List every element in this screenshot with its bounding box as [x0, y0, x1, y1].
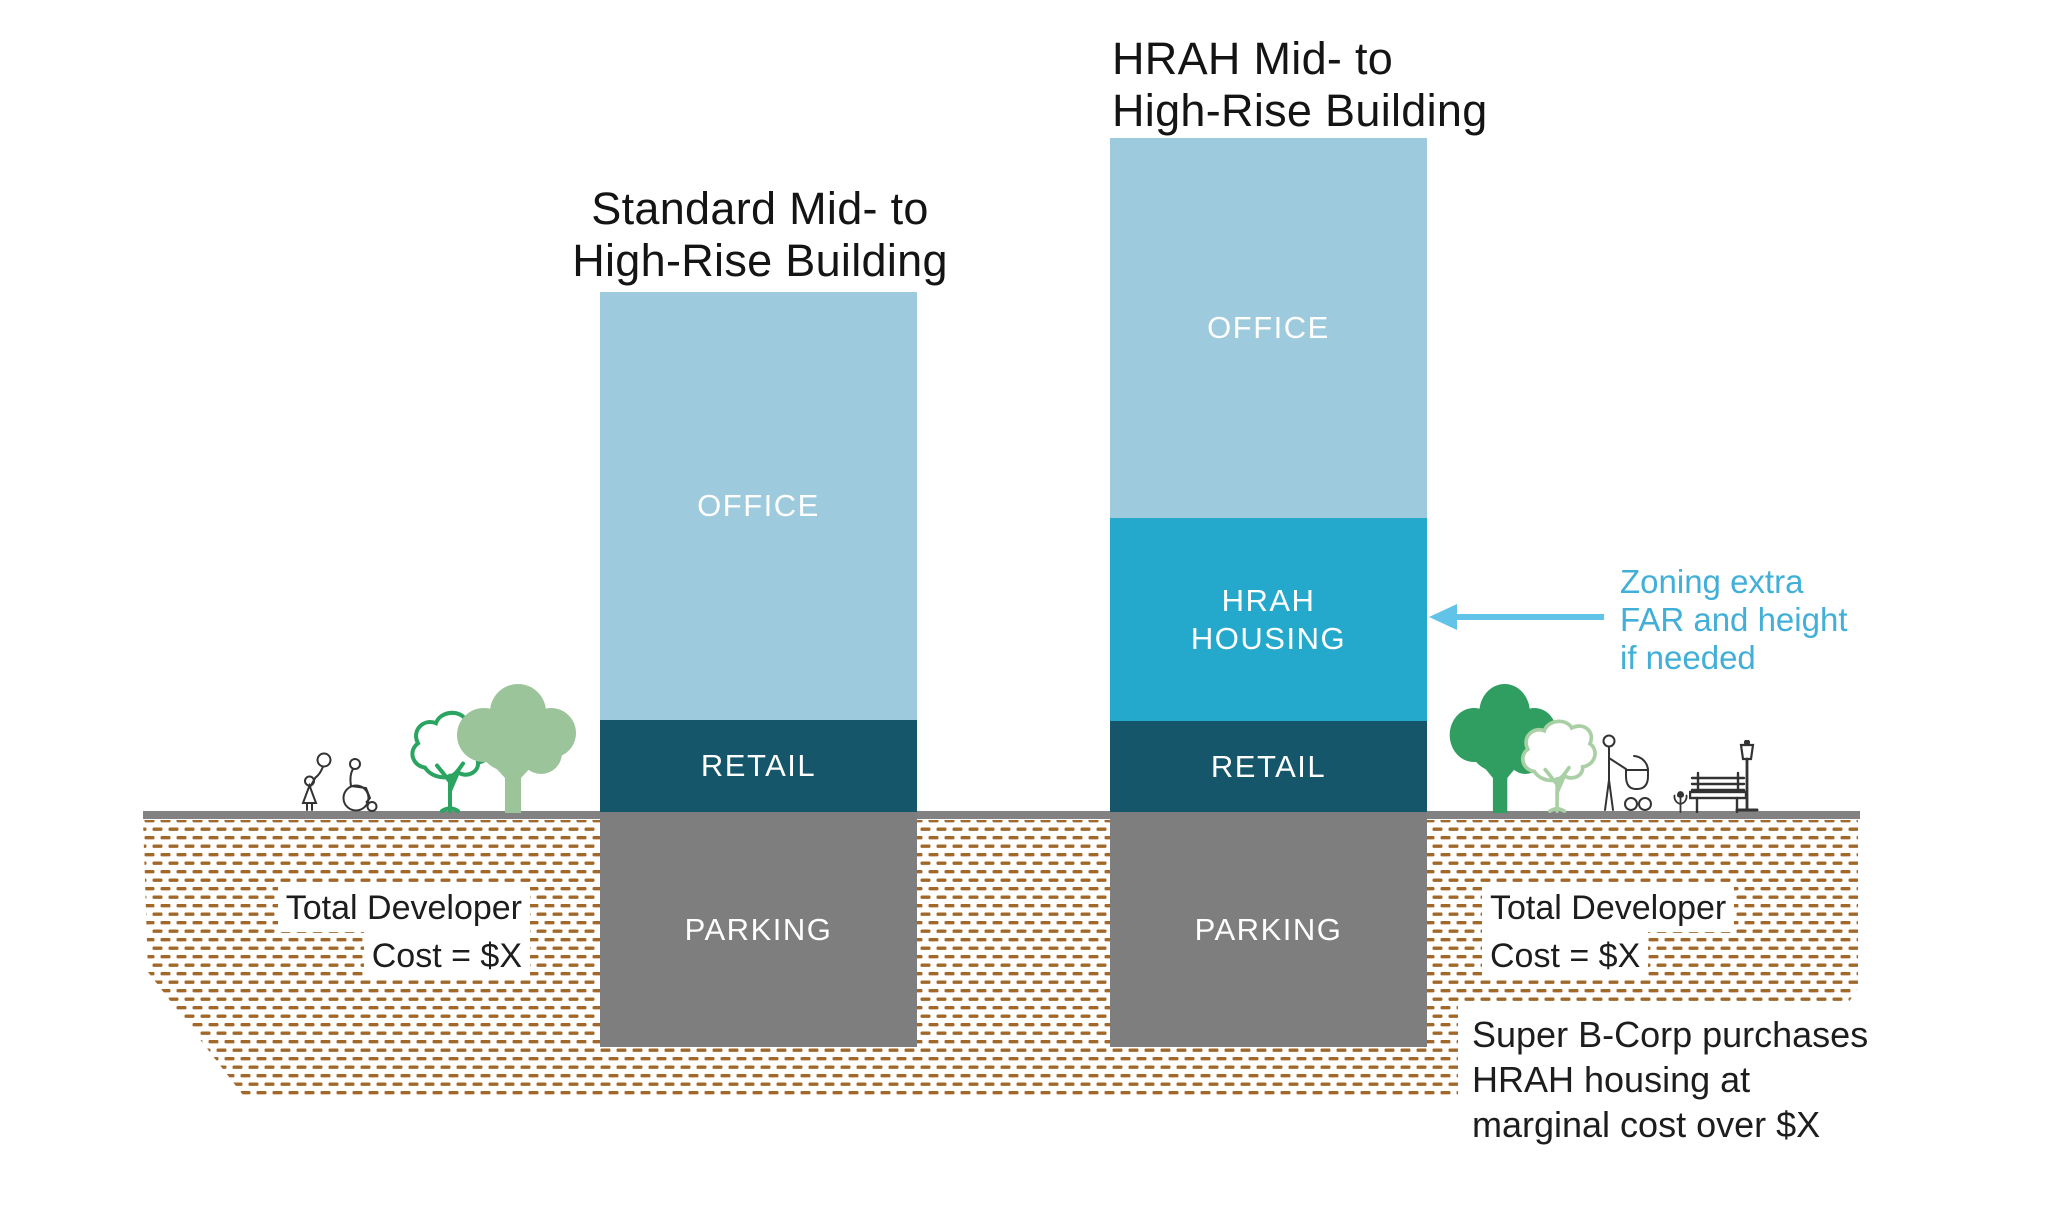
parking-section: PARKING: [600, 812, 917, 1047]
title-line: High-Rise Building: [1112, 85, 1488, 136]
note-line: Super B-Corp purchases: [1472, 1014, 1869, 1055]
zoning-annotation: Zoning extra FAR and height if needed: [1620, 563, 1848, 677]
cost-line: Cost = $X: [363, 932, 530, 980]
street-lamp-icon: [1735, 740, 1759, 812]
annotation-line: if needed: [1620, 639, 1756, 676]
title-line: Standard Mid- to: [591, 183, 929, 234]
retail-section: RETAIL: [600, 720, 917, 812]
earth-hatch-area: [143, 820, 1858, 1095]
note-line: HRAH housing at: [1472, 1059, 1751, 1100]
office-section: OFFICE: [1110, 138, 1427, 518]
hrah-building-title: HRAH Mid- to High-Rise Building: [1112, 33, 1812, 137]
annotation-line: Zoning extra: [1620, 563, 1804, 600]
section-label: RETAIL: [1210, 748, 1327, 784]
parking-section: PARKING: [1110, 812, 1427, 1047]
office-section: OFFICE: [600, 292, 917, 720]
person-with-stroller-icon: [1602, 734, 1652, 811]
standard-building: OFFICE RETAIL PARKING: [600, 292, 917, 1047]
total-developer-cost-right: Total Developer Cost = $X: [1482, 884, 1902, 980]
hrah-housing-section: HRAH HOUSING: [1110, 518, 1427, 721]
cost-line: Total Developer: [277, 884, 530, 932]
flower-icon: [1673, 791, 1688, 813]
section-label: HOUSING: [1190, 620, 1347, 656]
wheelchair-person-icon: [342, 758, 378, 812]
note-line: marginal cost over $X: [1472, 1104, 1821, 1145]
section-label: HRAH: [1221, 582, 1316, 618]
cost-line: Total Developer: [1482, 884, 1735, 932]
section-label: OFFICE: [697, 488, 820, 523]
standard-building-title: Standard Mid- to High-Rise Building: [410, 183, 1110, 287]
cost-line: Cost = $X: [1482, 932, 1649, 980]
child-with-balloon-icon: [301, 752, 332, 811]
title-line: HRAH Mid- to: [1112, 33, 1394, 84]
tree-outline-icon: [1520, 719, 1597, 813]
left-arrow-icon: [1429, 604, 1604, 630]
section-label: PARKING: [684, 911, 833, 947]
hrah-building: OFFICE HRAH HOUSING RETAIL PARKING: [1110, 138, 1427, 1047]
retail-section: RETAIL: [1110, 721, 1427, 812]
total-developer-cost-left: Total Developer Cost = $X: [110, 884, 530, 980]
ground-line: [143, 811, 1860, 819]
section-label: PARKING: [1194, 911, 1343, 947]
bench-icon: [1689, 771, 1747, 813]
title-line: High-Rise Building: [572, 235, 948, 286]
tree-solid-icon: [457, 684, 576, 813]
annotation-line: FAR and height: [1620, 601, 1848, 638]
section-label: OFFICE: [1207, 310, 1330, 345]
section-label: RETAIL: [700, 748, 817, 783]
super-bcorp-note: Super B-Corp purchases HRAH housing at m…: [1458, 1004, 1883, 1157]
